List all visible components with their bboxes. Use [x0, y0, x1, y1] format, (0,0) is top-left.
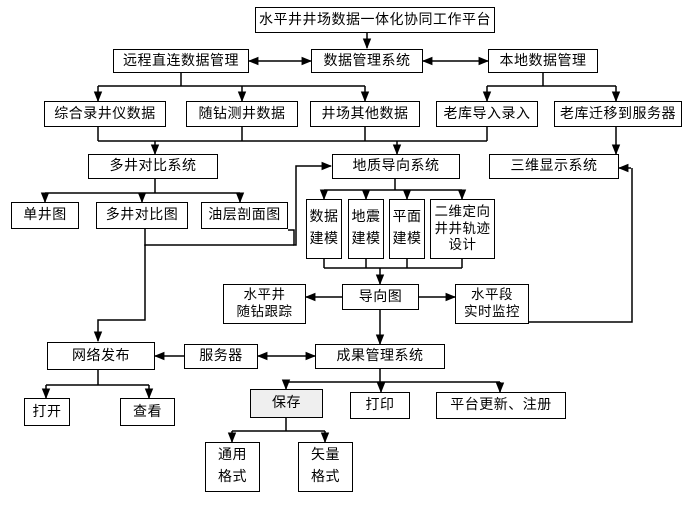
node-single-well: 单井图: [11, 202, 79, 229]
node-server: 服务器: [184, 344, 258, 369]
node-print-label: 打印: [365, 397, 395, 414]
node-guide-chart-label: 导向图: [358, 288, 403, 305]
node-results-mgmt-label: 成果管理系统: [336, 348, 424, 365]
node-server-label: 服务器: [199, 348, 243, 365]
node-data-model: 数据 建模: [306, 199, 342, 259]
node-remote-direct: 远程直连数据管理: [113, 49, 249, 73]
node-data-mgmt-system-label: 数据管理系统: [323, 52, 411, 69]
node-open-label: 打开: [32, 403, 62, 420]
node-save-label: 保存: [272, 395, 301, 412]
node-web-publish: 网络发布: [47, 342, 155, 370]
node-results-mgmt: 成果管理系统: [315, 344, 445, 369]
node-multiwell-chart: 多井对比图: [96, 202, 188, 229]
node-hw-tracking: 水平井 随钻跟踪: [223, 284, 306, 324]
node-view: 查看: [120, 398, 175, 426]
node-3d-display: 三维显示系统: [489, 154, 619, 179]
node-wellsite-other: 井场其他数据: [310, 101, 420, 127]
node-reservoir-section: 油层剖面图: [201, 202, 288, 229]
node-mwd-data-label: 随钻测井数据: [198, 105, 286, 122]
node-platform-update-label: 平台更新、注册: [450, 397, 552, 414]
node-local-data: 本地数据管理: [488, 49, 598, 73]
node-single-well-label: 单井图: [23, 207, 67, 224]
node-trajectory-2d-label: 二维定向 井井轨迹 设计: [434, 203, 491, 254]
node-plane-model: 平面 建模: [389, 199, 425, 259]
node-hw-tracking-label: 水平井 随钻跟踪: [236, 287, 293, 320]
node-3d-display-label: 三维显示系统: [510, 158, 598, 175]
node-logging-data: 综合录井仪数据: [44, 101, 166, 127]
node-multiwell-compare-label: 多井对比系统: [109, 158, 197, 175]
node-geosteering: 地质导向系统: [332, 154, 460, 179]
node-data-mgmt-system: 数据管理系统: [311, 49, 423, 73]
node-seismic-model-label: 地震 建模: [351, 209, 381, 247]
node-wellsite-other-label: 井场其他数据: [321, 105, 409, 122]
node-platform-update: 平台更新、注册: [436, 392, 566, 419]
node-vector-format-label: 矢量 格式: [311, 447, 340, 485]
node-guide-chart: 导向图: [342, 284, 419, 310]
node-data-model-label: 数据 建模: [309, 209, 339, 247]
node-vector-format: 矢量 格式: [298, 442, 353, 492]
node-mwd-data: 随钻测井数据: [186, 101, 298, 127]
node-remote-direct-label: 远程直连数据管理: [123, 52, 239, 69]
node-platform: 水平井井场数据一体化协同工作平台: [255, 7, 495, 33]
node-save: 保存: [250, 389, 323, 418]
node-web-publish-label: 网络发布: [72, 347, 130, 364]
node-legacy-import: 老库导入录入: [436, 101, 538, 127]
node-legacy-import-label: 老库导入录入: [443, 105, 531, 122]
node-seismic-model: 地震 建模: [348, 199, 384, 259]
edge-left-to-web: [93, 244, 294, 343]
node-local-data-label: 本地数据管理: [499, 52, 587, 69]
node-generic-format: 通用 格式: [205, 442, 260, 492]
node-logging-data-label: 综合录井仪数据: [54, 105, 156, 122]
node-geosteering-label: 地质导向系统: [352, 158, 440, 175]
node-hs-monitor-label: 水平段 实时监控: [464, 287, 520, 320]
node-view-label: 查看: [133, 403, 162, 420]
node-open: 打开: [24, 398, 70, 426]
edge-section-to-geo: [288, 161, 333, 246]
node-legacy-migrate-label: 老库迁移到服务器: [560, 105, 676, 122]
node-plane-model-label: 平面 建模: [392, 209, 422, 247]
node-generic-format-label: 通用 格式: [218, 447, 247, 485]
node-legacy-migrate: 老库迁移到服务器: [554, 101, 682, 127]
node-multiwell-compare: 多井对比系统: [88, 154, 218, 179]
node-platform-label: 水平井井场数据一体化协同工作平台: [259, 11, 491, 28]
node-multiwell-chart-label: 多井对比图: [105, 207, 179, 224]
node-print: 打印: [350, 392, 410, 419]
node-trajectory-2d: 二维定向 井井轨迹 设计: [430, 199, 495, 259]
node-reservoir-section-label: 油层剖面图: [208, 207, 281, 224]
node-hs-monitor: 水平段 实时监控: [455, 284, 529, 324]
